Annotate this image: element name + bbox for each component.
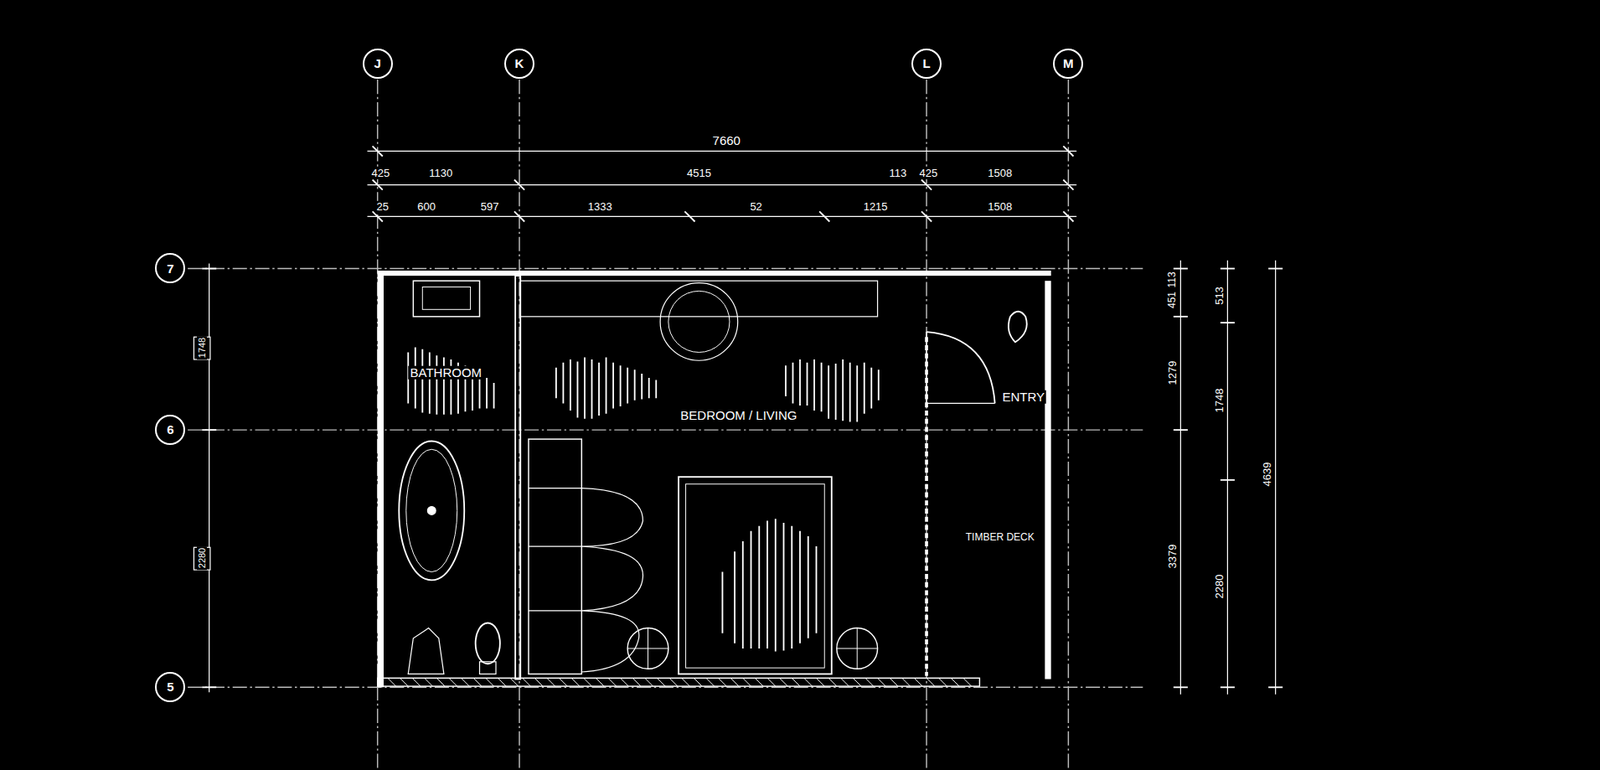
dimension: 425 [369, 167, 392, 180]
grid-bubble: J [362, 48, 393, 79]
room-name: ENTRY [1000, 390, 1047, 405]
dimension: 113 [1166, 269, 1178, 290]
dimension: 2280 [196, 546, 207, 570]
grid-label: 7 [166, 261, 174, 276]
dimension: 451 [1166, 289, 1178, 310]
dimension: 52 [748, 201, 764, 213]
grid-label: J [374, 56, 382, 71]
dimension: 425 [918, 167, 940, 180]
dimension: 1508 [985, 201, 1014, 213]
dimension: 1748 [196, 335, 207, 360]
grid-bubble: M [1052, 48, 1084, 79]
dimension: 4639 [1261, 460, 1274, 489]
dimension: 1215 [861, 201, 890, 213]
dimension: 513 [1212, 284, 1225, 307]
grid-label: K [515, 56, 525, 71]
dimension: 1508 [985, 167, 1014, 180]
dimension: 25 [375, 201, 391, 213]
grid-bubble: L [911, 48, 942, 79]
dimension: 113 [887, 167, 909, 180]
room-name: BEDROOM / LIVING [678, 408, 799, 424]
grid-label: 6 [166, 422, 174, 437]
grid-label: 5 [166, 679, 174, 694]
grid-bubble: 5 [154, 671, 186, 702]
grid-bubble: 7 [154, 252, 186, 284]
dimension: 1279 [1166, 358, 1178, 387]
dimension: 600 [415, 201, 438, 213]
dimension: 1130 [427, 167, 455, 180]
room-name: TIMBER DECK [964, 531, 1037, 543]
dimension: 1333 [586, 201, 615, 213]
dimension: 1748 [1212, 386, 1225, 414]
dimension: 7660 [711, 134, 743, 149]
room-name: BATHROOM [408, 365, 485, 380]
dimension: 597 [479, 201, 501, 213]
dimension: 2280 [1212, 572, 1225, 601]
grid-bubble: K [504, 48, 535, 79]
grid-bubble: 6 [154, 414, 186, 445]
dimension: 4515 [685, 167, 713, 180]
grid-label: L [922, 56, 930, 71]
grid-label: M [1063, 56, 1074, 71]
dimension: 3379 [1166, 541, 1178, 570]
